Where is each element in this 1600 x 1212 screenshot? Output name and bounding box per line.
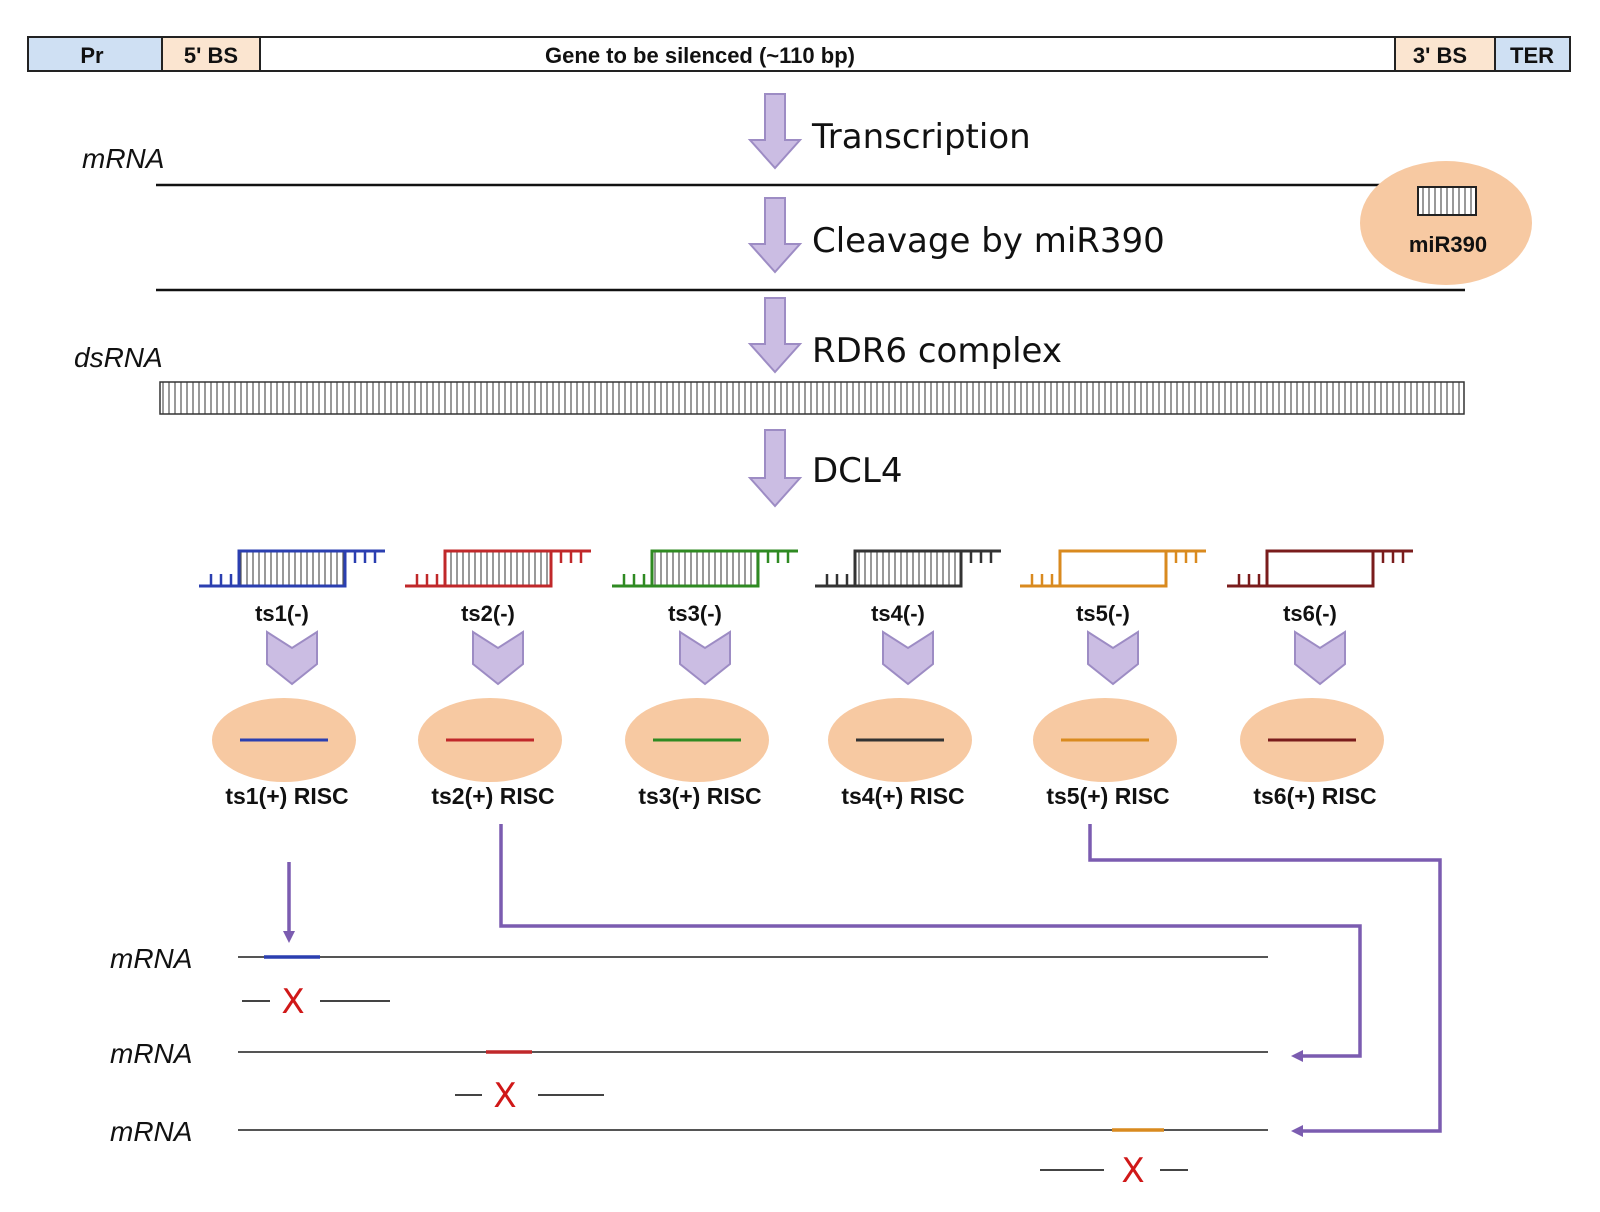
dsrna-label: dsRNA xyxy=(74,342,163,373)
tasirna-minus-label: ts5(-) xyxy=(1076,601,1130,626)
plus-strand xyxy=(237,549,385,586)
gene-label: Gene to be silenced (~110 bp) xyxy=(545,43,855,68)
mir390-duplex xyxy=(1417,186,1477,216)
mir390-label: miR390 xyxy=(1409,232,1487,257)
tasirna-column-4: ts4(-) ts4(+) RISC xyxy=(815,549,1001,809)
duplex-pairing xyxy=(652,551,758,586)
plus-strand xyxy=(443,549,591,586)
mir390-complex: miR390 xyxy=(1360,161,1532,285)
minus-strand xyxy=(815,551,963,588)
target-mrna-2: mRNA X xyxy=(110,1038,1268,1116)
tasirna-plus-risc-label: ts1(+) RISC xyxy=(225,783,348,809)
chevron-down-icon xyxy=(1294,630,1346,686)
step-dcl4-label: DCL4 xyxy=(812,451,903,491)
step-dcl4: DCL4 xyxy=(747,429,903,508)
tasirna-column-6: ts6(-) ts6(+) RISC xyxy=(1227,549,1413,809)
bs3-label: 3' BS xyxy=(1413,43,1467,68)
cleavage-x-icon: X xyxy=(281,982,304,1022)
ts2-target-path xyxy=(499,824,1362,1062)
tasirna-plus-risc-label: ts3(+) RISC xyxy=(638,783,761,809)
tasirna-plus-risc-label: ts5(+) RISC xyxy=(1046,783,1169,809)
bs5-block xyxy=(161,36,261,72)
tasirna-duplex xyxy=(1020,549,1206,588)
down-arrow-icon xyxy=(747,197,803,274)
plus-strand xyxy=(853,549,1001,586)
step-cleavage-label: Cleavage by miR390 xyxy=(812,221,1165,261)
tasirna-minus-label: ts6(-) xyxy=(1283,601,1337,626)
duplex-pairing xyxy=(855,551,961,586)
chevron-down-icon xyxy=(1087,630,1139,686)
promoter-label: Pr xyxy=(80,43,104,68)
terminator-block xyxy=(1494,36,1571,72)
gene-construct: Pr 5' BS Gene to be silenced (~110 bp) 3… xyxy=(27,36,1571,72)
minus-strand xyxy=(405,551,553,588)
target-mrna-label: mRNA xyxy=(110,1038,192,1069)
tasirna-duplex xyxy=(612,549,798,588)
mir390-ellipse xyxy=(1360,161,1532,285)
cleavage-x-icon: X xyxy=(1121,1151,1144,1191)
dsrna-duplex xyxy=(159,381,1465,415)
tasirna-duplex xyxy=(1227,549,1413,588)
chevron-down-icon xyxy=(266,630,318,686)
target-mrna-label: mRNA xyxy=(110,943,192,974)
tasirna-column-3: ts3(-) ts3(+) RISC xyxy=(612,549,798,809)
targeting-paths xyxy=(283,824,1442,1137)
tasirna-minus-label: ts2(-) xyxy=(461,601,515,626)
step-transcription: Transcription xyxy=(747,93,1031,170)
step-cleavage: Cleavage by miR390 xyxy=(747,197,1165,274)
tasirna-column-5: ts5(-) ts5(+) RISC xyxy=(1020,549,1206,809)
duplex-pairing xyxy=(445,551,551,586)
down-arrow-icon xyxy=(747,297,803,374)
plus-strand xyxy=(1265,549,1413,586)
mrna-label: mRNA xyxy=(82,143,164,174)
duplex-pairing xyxy=(239,551,345,586)
target-mrna-1: mRNA X xyxy=(110,943,1268,1022)
tasirna-columns: ts1(-) ts1(+) RISC ts2(-) ts2(+) RISC ts3(-)… xyxy=(199,549,1413,809)
step-transcription-label: Transcription xyxy=(811,117,1031,157)
minus-strand xyxy=(612,551,760,588)
tasirna-column-1: ts1(-) ts1(+) RISC xyxy=(199,549,385,809)
tasirna-plus-risc-label: ts2(+) RISC xyxy=(431,783,554,809)
chevron-down-icon xyxy=(472,630,524,686)
target-mrna-label: mRNA xyxy=(110,1116,192,1147)
down-arrow-icon xyxy=(747,429,803,508)
tasirna-duplex xyxy=(405,549,591,588)
minus-strand xyxy=(1227,551,1375,588)
tasirna-plus-risc-label: ts6(+) RISC xyxy=(1253,783,1376,809)
tasirna-duplex xyxy=(815,549,1001,588)
plus-strand xyxy=(650,549,798,586)
terminator-label: TER xyxy=(1510,43,1554,68)
cleavage-x-icon: X xyxy=(493,1076,516,1116)
down-arrow-icon xyxy=(747,93,803,170)
promoter-block xyxy=(27,36,163,72)
tasirna-minus-label: ts4(-) xyxy=(871,601,925,626)
minus-strand xyxy=(1020,551,1168,588)
tasirna-minus-label: ts3(-) xyxy=(668,601,722,626)
chevron-down-icon xyxy=(679,630,731,686)
ts5-target-path xyxy=(1088,824,1442,1137)
minus-strand xyxy=(199,551,347,588)
plus-strand xyxy=(1058,549,1206,586)
tasirna-duplex xyxy=(199,549,385,588)
bs5-label: 5' BS xyxy=(184,43,238,68)
chevron-down-icon xyxy=(882,630,934,686)
tasirna-minus-label: ts1(-) xyxy=(255,601,309,626)
tasirna-column-2: ts2(-) ts2(+) RISC xyxy=(405,549,591,809)
step-rdr6: RDR6 complex xyxy=(747,297,1062,374)
tasirna-plus-risc-label: ts4(+) RISC xyxy=(841,783,964,809)
step-rdr6-label: RDR6 complex xyxy=(812,331,1062,371)
target-mrna-3: mRNA X xyxy=(110,1116,1268,1191)
